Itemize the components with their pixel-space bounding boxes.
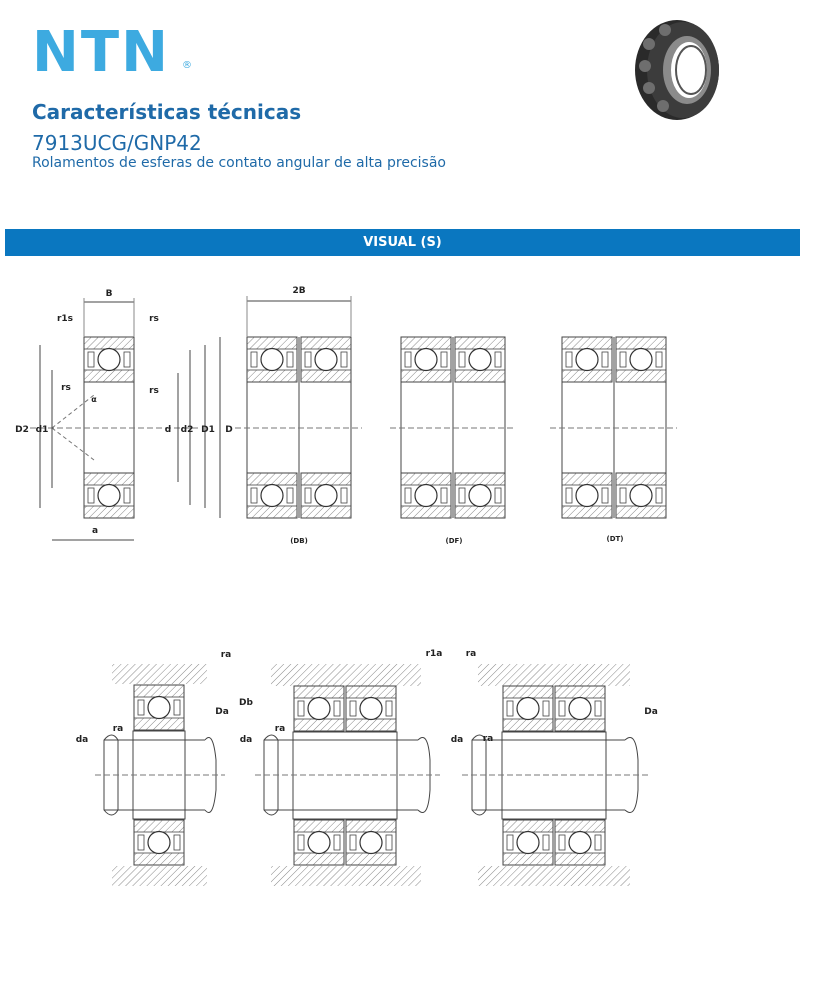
label-B: B — [106, 289, 113, 299]
label-D2: D2 — [15, 425, 29, 435]
label-Da-1: Da — [215, 707, 229, 717]
label-df: (DF) — [446, 537, 463, 545]
label-d1: d1 — [36, 425, 49, 435]
logo-text: NTN — [32, 20, 170, 85]
registered-mark: ® — [182, 60, 192, 71]
label-Da-3: Da — [644, 707, 658, 717]
mounting-pair-tandem: ra Da da ra — [451, 649, 658, 886]
section-band: VISUAL (S) — [5, 229, 800, 256]
label-D: D — [225, 425, 232, 435]
label-2B: 2B — [292, 286, 305, 296]
arrangement-db: 2B (DB) — [235, 286, 362, 545]
label-rs-top: rs — [149, 314, 159, 324]
label-Db: Db — [239, 698, 253, 708]
label-ra-3b: ra — [483, 734, 494, 744]
label-da-1: da — [76, 735, 89, 745]
label-r1s: r1s — [57, 314, 73, 324]
label-ra-3: ra — [466, 649, 477, 659]
label-ra-1b: ra — [113, 724, 124, 734]
label-a: a — [92, 526, 98, 536]
label-ra-1: ra — [221, 650, 232, 660]
ntn-logo: NTN ® — [32, 24, 197, 82]
label-r1a: r1a — [426, 649, 443, 659]
label-da-2: da — [240, 735, 253, 745]
label-dt: (DT) — [607, 535, 624, 543]
model-number: 7913UCG/GNP42 — [32, 131, 202, 155]
label-ra-2: ra — [275, 724, 286, 734]
label-D1: D1 — [201, 425, 215, 435]
page-title: Características técnicas — [32, 100, 302, 124]
mounting-pair-db: r1a Db da ra — [239, 649, 442, 886]
label-alpha: α — [91, 395, 97, 404]
page-subtitle: Rolamentos de esferas de contato angular… — [32, 155, 446, 171]
label-db: (DB) — [290, 537, 308, 545]
label-d: d — [165, 425, 171, 435]
bearing-product-image — [635, 20, 719, 120]
single-bearing-section: B r1s rs rs rs α D2 d1 d d2 D1 D a — [15, 289, 233, 541]
label-rs-left: rs — [61, 383, 71, 393]
label-d2: d2 — [181, 425, 194, 435]
arrangement-dt: (DT) — [550, 336, 677, 543]
mounting-single: ra Da da ra — [76, 650, 232, 886]
arrangement-df: (DF) — [390, 336, 516, 545]
section-label: VISUAL (S) — [363, 235, 442, 250]
label-rs-right: rs — [149, 386, 159, 396]
label-da-3: da — [451, 735, 464, 745]
